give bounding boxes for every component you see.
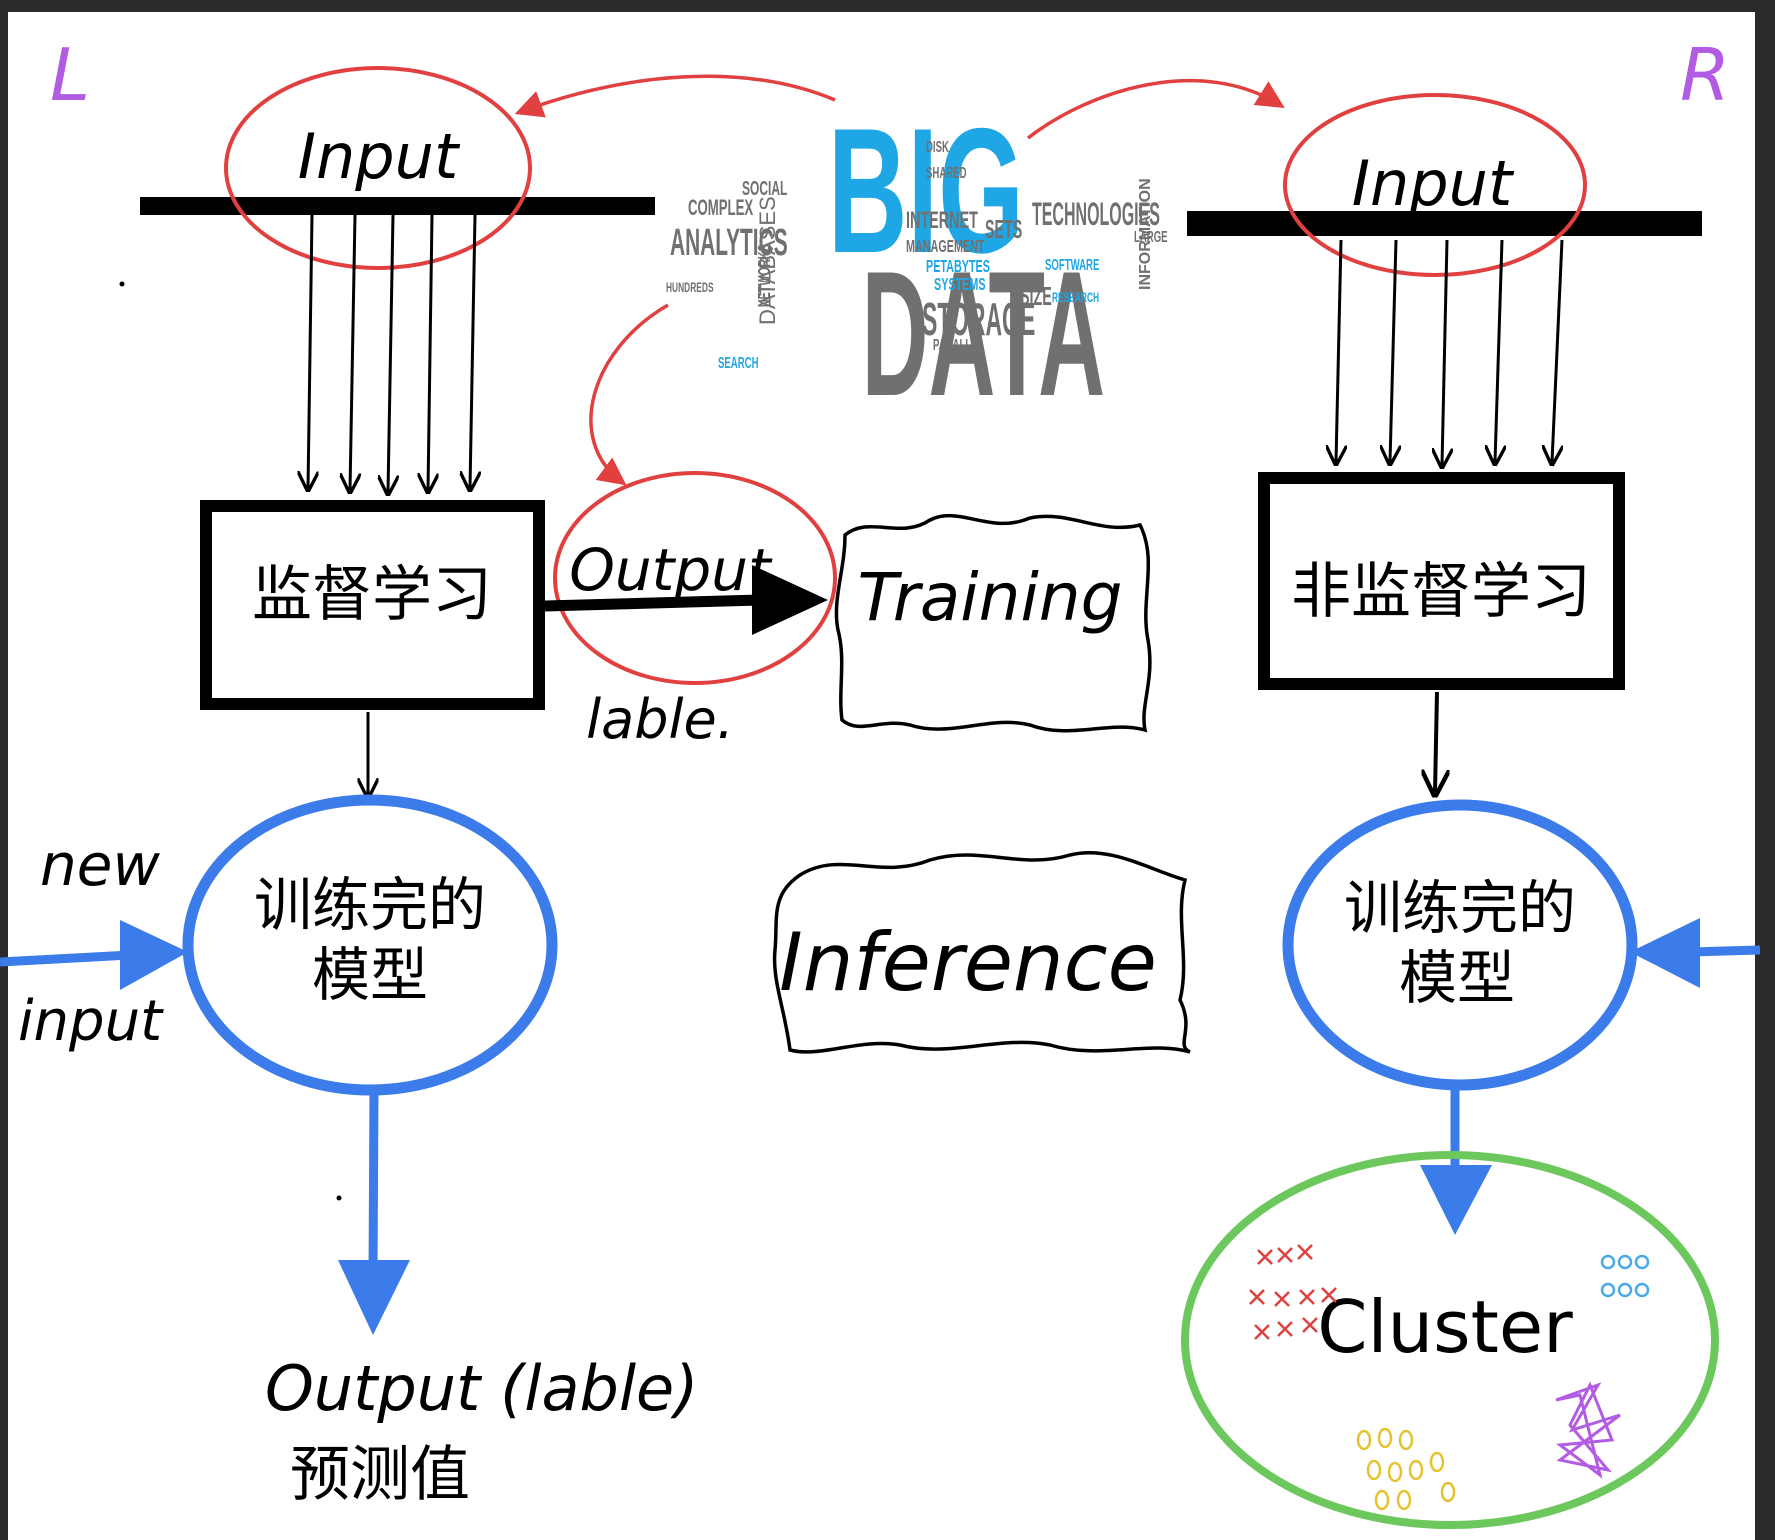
prediction-label: Output (lable) xyxy=(265,1352,698,1425)
left-input-arrows xyxy=(308,214,475,492)
cloud-word: ANALYTICS xyxy=(670,222,788,264)
new-input-label: input xyxy=(18,989,164,1054)
output-arrow-head xyxy=(752,565,828,635)
right-trained-model-ellipse xyxy=(1282,799,1638,1091)
left-input-arrow xyxy=(470,214,475,488)
corner-label-right: R xyxy=(1680,33,1730,117)
right-input-bar xyxy=(1187,211,1702,236)
yellow-cluster-marks xyxy=(1356,1427,1456,1511)
cloud-word: TECHNOLOGIES xyxy=(1032,197,1160,232)
prediction-arrow-head xyxy=(338,1260,410,1335)
training-label: Training xyxy=(858,559,1123,636)
right-new-input-arrow-head xyxy=(1630,918,1700,988)
unsupervised-learning-box xyxy=(1258,472,1625,690)
cloud-word: SOCIAL xyxy=(742,178,787,200)
cloud-word: LARGE xyxy=(1134,227,1168,245)
cloud-to-right-input-arrow xyxy=(1026,78,1285,140)
left-input-label: Input xyxy=(298,120,461,193)
left-input-bar xyxy=(140,197,655,215)
cloud-word: HUNDREDS xyxy=(666,281,714,296)
right-input-arrow xyxy=(1495,239,1502,462)
left-input-ellipse xyxy=(224,66,532,270)
board-background xyxy=(8,12,1755,1540)
training-box xyxy=(834,513,1152,733)
stray-dot xyxy=(336,1195,342,1201)
cloud-word: SIZE xyxy=(1020,283,1052,312)
cloud-word: SHARED xyxy=(926,163,967,181)
cluster-ellipse xyxy=(1181,1151,1719,1529)
cloud-to-output-arrow xyxy=(589,303,669,486)
right-input-ellipse xyxy=(1283,93,1587,277)
supervised-learning-label: 监督学习 xyxy=(252,560,492,630)
cluster-label: Cluster xyxy=(1317,1285,1573,1369)
right-input-label: Input xyxy=(1352,147,1515,220)
prediction-cn-label: 预测值 xyxy=(290,1440,470,1510)
cloud-big-word: BIG xyxy=(828,92,1024,290)
inference-box xyxy=(772,850,1191,1054)
right-input-arrows xyxy=(1336,239,1564,465)
cloud-word: COMPLEX xyxy=(688,196,753,220)
left-input-arrow xyxy=(428,214,432,490)
right-new-input-arrow-shaft xyxy=(1689,945,1761,957)
cloud-data-word: DATA xyxy=(862,236,1105,434)
left-input-arrow xyxy=(308,214,312,488)
red-cluster-marks xyxy=(1249,1244,1337,1340)
cloud-word: SEARCH xyxy=(718,353,759,371)
output-ellipse xyxy=(553,471,837,685)
model-to-cluster-arrow-head xyxy=(1420,1165,1492,1235)
right-margin xyxy=(1755,0,1775,1540)
cloud-word: SETS xyxy=(985,216,1022,245)
new-label: new xyxy=(40,831,160,899)
big-data-word-cloud: BIG DATA ANALYTICS COMPLEX SOCIAL INTERN… xyxy=(666,92,1168,434)
right-model-label-line1: 训练完的 xyxy=(1344,874,1576,942)
cloud-word: SOFTWARE xyxy=(1045,255,1100,273)
left-model-label-line2: 模型 xyxy=(312,941,428,1009)
supervised-learning-box xyxy=(200,500,545,710)
right-input-arrow xyxy=(1390,239,1396,462)
left-model-label-line1: 训练完的 xyxy=(254,871,486,939)
output-note-label: lable. xyxy=(586,688,734,751)
purple-cluster-marks xyxy=(1555,1381,1621,1479)
right-input-arrow xyxy=(1552,239,1564,462)
right-box-to-model-arrow xyxy=(1435,691,1437,792)
cloud-word: INFORMATION xyxy=(1137,178,1154,290)
output-label: Output xyxy=(569,536,773,604)
cloud-word: RESEARCH xyxy=(1052,291,1099,306)
cloud-word: DISK xyxy=(926,137,949,155)
cloud-word: NETWORKS xyxy=(755,244,774,307)
corner-label-left: L xyxy=(50,33,90,117)
left-input-arrow xyxy=(350,214,355,490)
cloud-word: STORAGE xyxy=(922,293,1035,345)
right-input-arrow xyxy=(1442,239,1447,465)
cloud-word: PETABYTES xyxy=(926,257,990,276)
prediction-arrow-shaft xyxy=(368,1089,379,1276)
cloud-word: MANAGEMENT xyxy=(906,237,985,256)
inference-label: Inference xyxy=(779,916,1157,1009)
cloud-to-left-input-arrow xyxy=(514,74,836,118)
stray-dot xyxy=(119,281,125,287)
right-input-arrow xyxy=(1336,239,1341,462)
blue-cluster-marks xyxy=(1600,1254,1650,1298)
cloud-word: SYSTEMS xyxy=(934,275,986,294)
left-input-arrow xyxy=(388,214,393,492)
right-model-label-line2: 模型 xyxy=(1399,944,1515,1012)
new-input-arrow-shaft xyxy=(0,950,131,967)
cloud-word: INTERNET xyxy=(906,207,978,234)
cloud-word: PARALLEL xyxy=(933,335,983,353)
cloud-word: DATABASES xyxy=(755,196,780,325)
output-arrow-shaft xyxy=(544,594,761,612)
new-input-arrow-head xyxy=(120,920,188,990)
unsupervised-learning-label: 非监督学习 xyxy=(1291,557,1591,627)
